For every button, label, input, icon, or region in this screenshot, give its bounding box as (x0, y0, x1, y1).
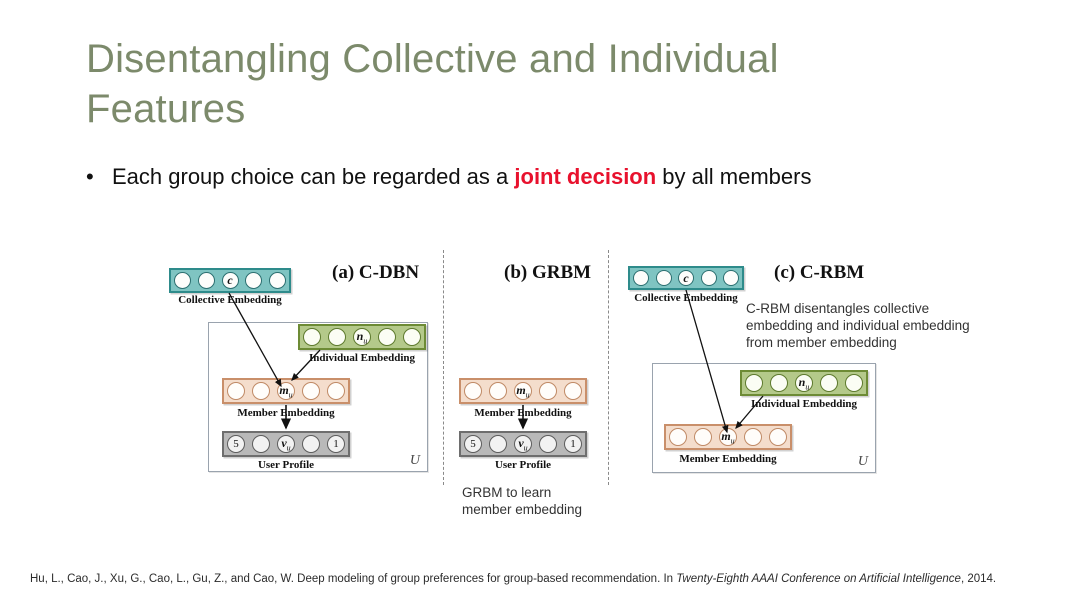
neuron-node (539, 382, 557, 400)
bullet-text-after: by all members (656, 164, 812, 189)
neuron-node (227, 382, 245, 400)
citation-footer: Hu, L., Cao, J., Xu, G., Cao, L., Gu, Z.… (30, 572, 1060, 587)
panel-b-user-profile-bar: 5 vu 1 (459, 431, 587, 457)
neuron-node (489, 382, 507, 400)
panel-a-user-profile-caption: User Profile (257, 459, 315, 471)
neuron-node: 1 (327, 435, 345, 453)
neuron-node (489, 435, 507, 453)
neuron-node (303, 328, 321, 346)
neuron-node (302, 435, 320, 453)
neuron-node: nu (353, 328, 371, 346)
neuron-node (174, 272, 191, 289)
neuron-node (669, 428, 687, 446)
bullet-text-before: Each group choice can be regarded as a (112, 164, 515, 189)
panel-c-member-embedding-caption: Member Embedding (679, 453, 777, 465)
neuron-node (378, 328, 396, 346)
neuron-node (464, 382, 482, 400)
neuron-node: nu (795, 374, 813, 392)
panel-c-member-embedding-bar: mu (664, 424, 792, 450)
panel-c-collective-embedding-caption: Collective Embedding (634, 292, 738, 304)
neuron-node: 5 (464, 435, 482, 453)
neuron-node: c (678, 270, 694, 286)
panel-c-individual-embedding-caption: Individual Embedding (750, 398, 858, 410)
neuron-node (252, 435, 270, 453)
neuron-node (694, 428, 712, 446)
neuron-node (269, 272, 286, 289)
neuron-node: vu (514, 435, 532, 453)
page-title: Disentangling Collective and Individual … (86, 37, 779, 131)
figure-container: (a) C-DBN (b) GRBM (c) C-RBM U c Collect… (0, 248, 1080, 538)
neuron-node: 5 (227, 435, 245, 453)
panel-b-member-embedding-bar: mu (459, 378, 587, 404)
panel-a-u-label: U (409, 453, 420, 468)
panel-a-collective-embedding-bar: c (169, 268, 291, 293)
panel-title-c: (c) C-RBM (774, 262, 865, 283)
panel-divider-1 (443, 250, 444, 485)
neuron-node (252, 382, 270, 400)
neuron-node (403, 328, 421, 346)
panel-b-member-embedding-caption: Member Embedding (474, 407, 572, 419)
neuron-node (769, 428, 787, 446)
neuron-node: mu (277, 382, 295, 400)
panel-c-note: C-RBM disentangles collective embedding … (746, 301, 970, 350)
neuron-node (539, 435, 557, 453)
citation-venue: Twenty-Eighth AAAI Conference on Artific… (676, 573, 961, 585)
neuron-node (197, 272, 215, 289)
panel-a-member-embedding-caption: Member Embedding (237, 407, 335, 419)
panel-a-individual-embedding-bar: nu (298, 324, 426, 350)
neuron-node (655, 270, 672, 286)
neuron-node (723, 270, 739, 286)
panel-b-user-profile-caption: User Profile (494, 459, 552, 471)
neuron-node (744, 428, 762, 446)
panel-b-note: GRBM to learn member embedding (462, 485, 583, 517)
neuron-node (633, 270, 649, 286)
neuron-node (845, 374, 863, 392)
panel-a-user-profile-bar: 5 vu 1 (222, 431, 350, 457)
neuron-node (745, 374, 763, 392)
panel-a-individual-embedding-caption: Individual Embedding (308, 352, 416, 364)
panel-divider-2 (608, 250, 609, 485)
neuron-node: mu (514, 382, 532, 400)
panel-c-individual-embedding-bar: nu (740, 370, 868, 396)
neuron-node: 1 (564, 435, 582, 453)
neuron-node (245, 272, 263, 289)
citation-part1: Hu, L., Cao, J., Xu, G., Cao, L., Gu, Z.… (30, 573, 677, 585)
bullet-text: Each group choice can be regarded as a j… (112, 162, 811, 192)
citation-part2: , 2014. (960, 573, 997, 585)
panel-a-collective-embedding-caption: Collective Embedding (178, 294, 282, 306)
bullet-highlight: joint decision (514, 164, 657, 189)
neuron-node: mu (719, 428, 737, 446)
bullet-item: • Each group choice can be regarded as a… (82, 162, 962, 192)
neuron-node: c (221, 272, 239, 289)
panel-c-collective-embedding-bar: c (628, 266, 744, 290)
neuron-node (700, 270, 717, 286)
panel-c-u-label: U (857, 454, 868, 469)
neuron-node (328, 328, 346, 346)
neuron-node (302, 382, 320, 400)
bullet-marker: • (86, 164, 94, 189)
panel-title-a: (a) C-DBN (332, 262, 420, 283)
panel-title-b: (b) GRBM (504, 262, 592, 283)
panel-a-member-embedding-bar: mu (222, 378, 350, 404)
neuron-node (770, 374, 788, 392)
neuron-node (327, 382, 345, 400)
neuron-node: vu (277, 435, 295, 453)
neuron-node (820, 374, 838, 392)
neuron-node (564, 382, 582, 400)
